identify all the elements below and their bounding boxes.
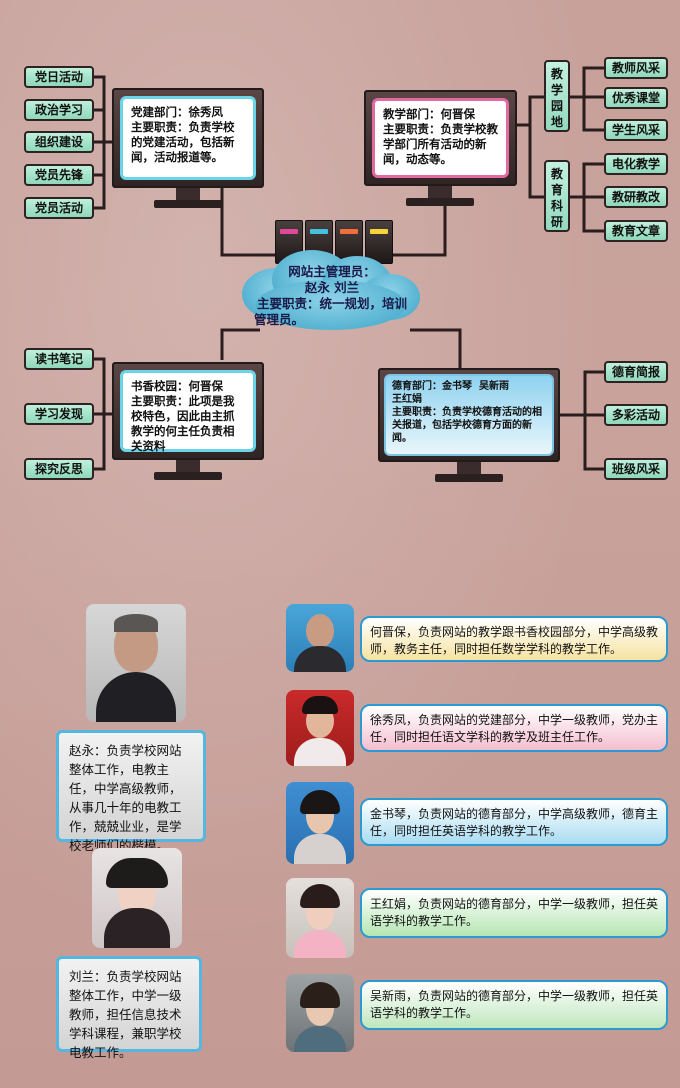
admin-line1: 网站主管理员：	[288, 264, 376, 279]
moral-monitor-screen: 德育部门：金书琴 吴新雨 王红娟 主要职责：负责学校德育活动的相关报道，包括学校…	[384, 374, 554, 456]
avatar-jin-shuqin	[286, 782, 354, 864]
monitor-reading-campus[interactable]: 书香校园：何晋保 主要职责：此项是我校特色，因此由主抓教学的何主任负责相关资料	[112, 362, 264, 484]
tag-education-articles[interactable]: 教育文章	[604, 220, 668, 242]
party-monitor-text: 党建部门：徐秀凤 主要职责：负责学校的党建活动，包括新闻，活动报道等。	[120, 96, 256, 180]
tag-party-day[interactable]: 党日活动	[24, 66, 94, 88]
moral-monitor-title: 德育部门：金书琴 吴新雨 王红娟	[392, 381, 509, 405]
tag-study-discovery[interactable]: 学习发现	[24, 403, 94, 425]
bio-wu-xinyu: 吴新雨，负责网站的德育部分，中学一级教师，担任英语学科的教学工作。	[360, 980, 668, 1030]
tag-research-reform[interactable]: 教研教改	[604, 186, 668, 208]
group-education-research[interactable]: 教育科研	[544, 160, 570, 232]
tag-colorful-activity[interactable]: 多彩活动	[604, 404, 668, 426]
avatar-wu-xinyu	[286, 974, 354, 1052]
avatar-wang-hongjuan	[286, 878, 354, 958]
tag-moral-brief[interactable]: 德育简报	[604, 361, 668, 383]
tag-excellent-class[interactable]: 优秀课堂	[604, 87, 668, 109]
bio-wang-hongjuan: 王红娟，负责网站的德育部分，中学一级教师，担任英语学科的教学工作。	[360, 888, 668, 938]
monitor-party-department[interactable]: 党建部门：徐秀凤 主要职责：负责学校的党建活动，包括新闻，活动报道等。	[112, 88, 264, 213]
group-teaching-garden[interactable]: 教学园地	[544, 60, 570, 132]
tag-inquiry-reflection[interactable]: 探究反思	[24, 458, 94, 480]
tag-student-style[interactable]: 学生风采	[604, 119, 668, 141]
avatar-xu-xiufeng	[286, 690, 354, 766]
tag-party-pioneer[interactable]: 党员先锋	[24, 164, 94, 186]
bio-he-jinbao: 何晋保，负责网站的教学跟书香校园部分，中学高级教师，教务主任，同时担任数学学科的…	[360, 616, 668, 662]
avatar-he-jinbao	[286, 604, 354, 672]
admin-line2: 赵永 刘兰	[304, 280, 360, 295]
avatar-zhao-yong	[86, 604, 186, 722]
admin-line3: 主要职责：统一规划，培训	[256, 296, 407, 311]
server-unit-4	[365, 220, 393, 264]
tag-organization[interactable]: 组织建设	[24, 131, 94, 153]
admin-cloud[interactable]: 网站主管理员： 赵永 刘兰 主要职责：统一规划，培训 管理员。	[242, 250, 422, 330]
bio-liu-lan: 刘兰：负责学校网站整体工作，中学一级教师，担任信息技术学科课程，兼职学校电教工作…	[56, 956, 202, 1060]
monitor-teaching-department[interactable]: 教学部门：何晋保 主要职责：负责学校教学部门所有活动的新闻，动态等。	[364, 90, 517, 210]
tag-e-teaching[interactable]: 电化教学	[604, 153, 668, 175]
bio-zhao-yong: 赵永：负责学校网站整体工作，电教主任，中学高级教师，从事几十年的电教工作，兢兢业…	[56, 730, 206, 853]
tag-political-study[interactable]: 政治学习	[24, 99, 94, 121]
bio-xu-xiufeng: 徐秀凤，负责网站的党建部分，中学一级教师，党办主任，同时担任语文学科的教学及班主…	[360, 704, 668, 752]
tag-party-activity[interactable]: 党员活动	[24, 197, 94, 219]
tag-teacher-style[interactable]: 教师风采	[604, 57, 668, 79]
admin-text: 网站主管理员： 赵永 刘兰 主要职责：统一规划，培训 管理员。	[242, 264, 422, 328]
avatar-liu-lan	[92, 848, 182, 948]
reading-monitor-text: 书香校园：何晋保 主要职责：此项是我校特色，因此由主抓教学的何主任负责相关资料	[120, 370, 256, 453]
tag-class-style[interactable]: 班级风采	[604, 458, 668, 480]
teaching-monitor-text: 教学部门：何晋保 主要职责：负责学校教学部门所有活动的新闻，动态等。	[372, 98, 509, 178]
tag-reading-notes[interactable]: 读书笔记	[24, 348, 94, 370]
admin-line4: 管理员。	[254, 312, 305, 327]
bio-jin-shuqin: 金书琴，负责网站的德育部分，中学高级教师，德育主任，同时担任英语学科的教学工作。	[360, 798, 668, 846]
monitor-moral-department[interactable]: 德育部门：金书琴 吴新雨 王红娟 主要职责：负责学校德育活动的相关报道，包括学校…	[378, 368, 560, 486]
moral-monitor-body: 主要职责：负责学校德育活动的相关报道，包括学校德育方面的新闻。	[392, 407, 542, 444]
